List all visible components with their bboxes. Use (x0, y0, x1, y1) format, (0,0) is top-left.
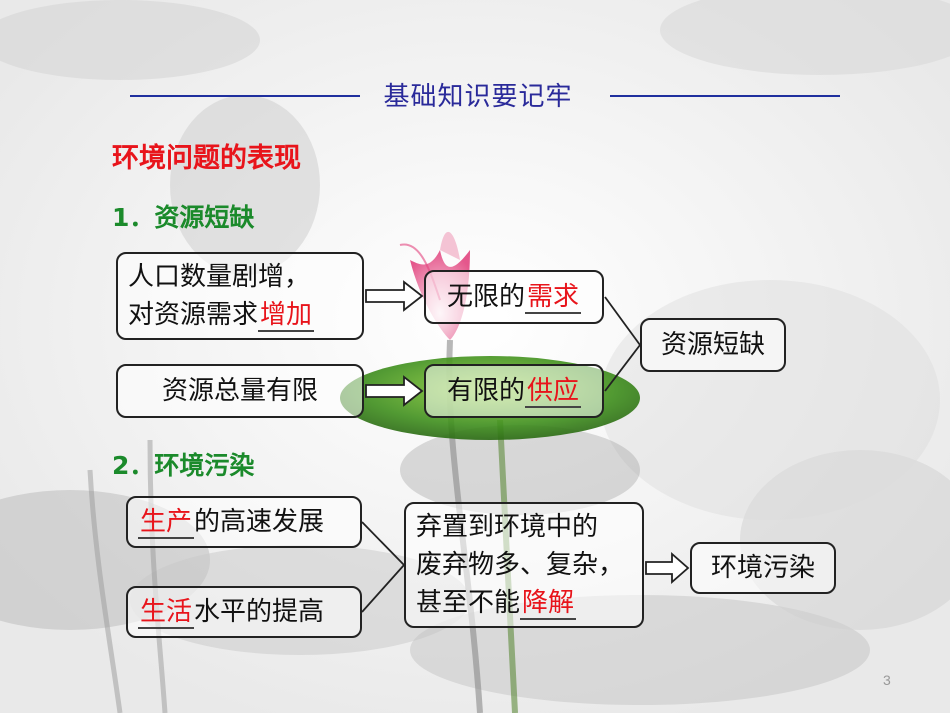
header-rule-left (130, 95, 360, 97)
part2-waste-line3: 甚至不能降解 (416, 584, 632, 622)
part1-box-unlimited-demand: 无限的需求 (424, 270, 604, 324)
part1-box-population-line1: 人口数量剧增， (128, 262, 311, 292)
part1-unlimited-prefix: 无限的 (446, 282, 525, 312)
part1-box-limited-supply: 有限的供应 (424, 364, 604, 418)
part1-box-population: 人口数量剧增， 对资源需求增加 (116, 252, 364, 340)
part2-title: 2．环境污染 (112, 451, 255, 480)
part2-box-waste: 弃置到环境中的 废弃物多、复杂， 甚至不能降解 (404, 502, 644, 628)
part2-blank-degrade: 降解 (520, 588, 577, 620)
part2-box-production: 生产的高速发展 (126, 496, 362, 548)
part2-production-suffix: 的高速发展 (194, 507, 325, 537)
part1-box-population-line2: 对资源需求增加 (128, 296, 352, 334)
part1-title: 1．资源短缺 (112, 203, 255, 232)
part1-arrow-bottom (365, 375, 424, 407)
part1-result-box: 资源短缺 (640, 318, 786, 372)
part2-box-living: 生活水平的提高 (126, 586, 362, 638)
part1-blank-supply: 供应 (525, 376, 582, 408)
part2-blank-living: 生活 (138, 597, 195, 629)
part1-limited-prefix: 有限的 (446, 376, 525, 406)
part2-result-box: 环境污染 (690, 542, 836, 594)
section-title: 环境问题的表现 (112, 143, 301, 174)
part1-box-population-prefix: 对资源需求 (128, 300, 259, 330)
part1-result-text: 资源短缺 (660, 330, 765, 360)
part1-arrow-top (365, 280, 424, 312)
part2-blank-production: 生产 (138, 507, 195, 539)
part2-result-text: 环境污染 (710, 553, 815, 583)
header-rule-right (610, 95, 840, 97)
header-title: 基础知识要记牢 (383, 82, 573, 112)
part2-waste-line1: 弃置到环境中的 (416, 512, 599, 542)
part1-blank-demand: 需求 (525, 282, 582, 314)
part2-waste-line2: 废弃物多、复杂， (416, 550, 625, 580)
part1-box-total-limited-text: 资源总量有限 (161, 376, 318, 406)
part1-blank-increase: 增加 (258, 300, 315, 332)
part1-box-total-limited: 资源总量有限 (116, 364, 364, 418)
page-number: 3 (883, 672, 891, 688)
part2-waste-line3-prefix: 甚至不能 (416, 588, 521, 618)
part2-arrow (645, 552, 690, 584)
part2-living-suffix: 水平的提高 (194, 597, 325, 627)
